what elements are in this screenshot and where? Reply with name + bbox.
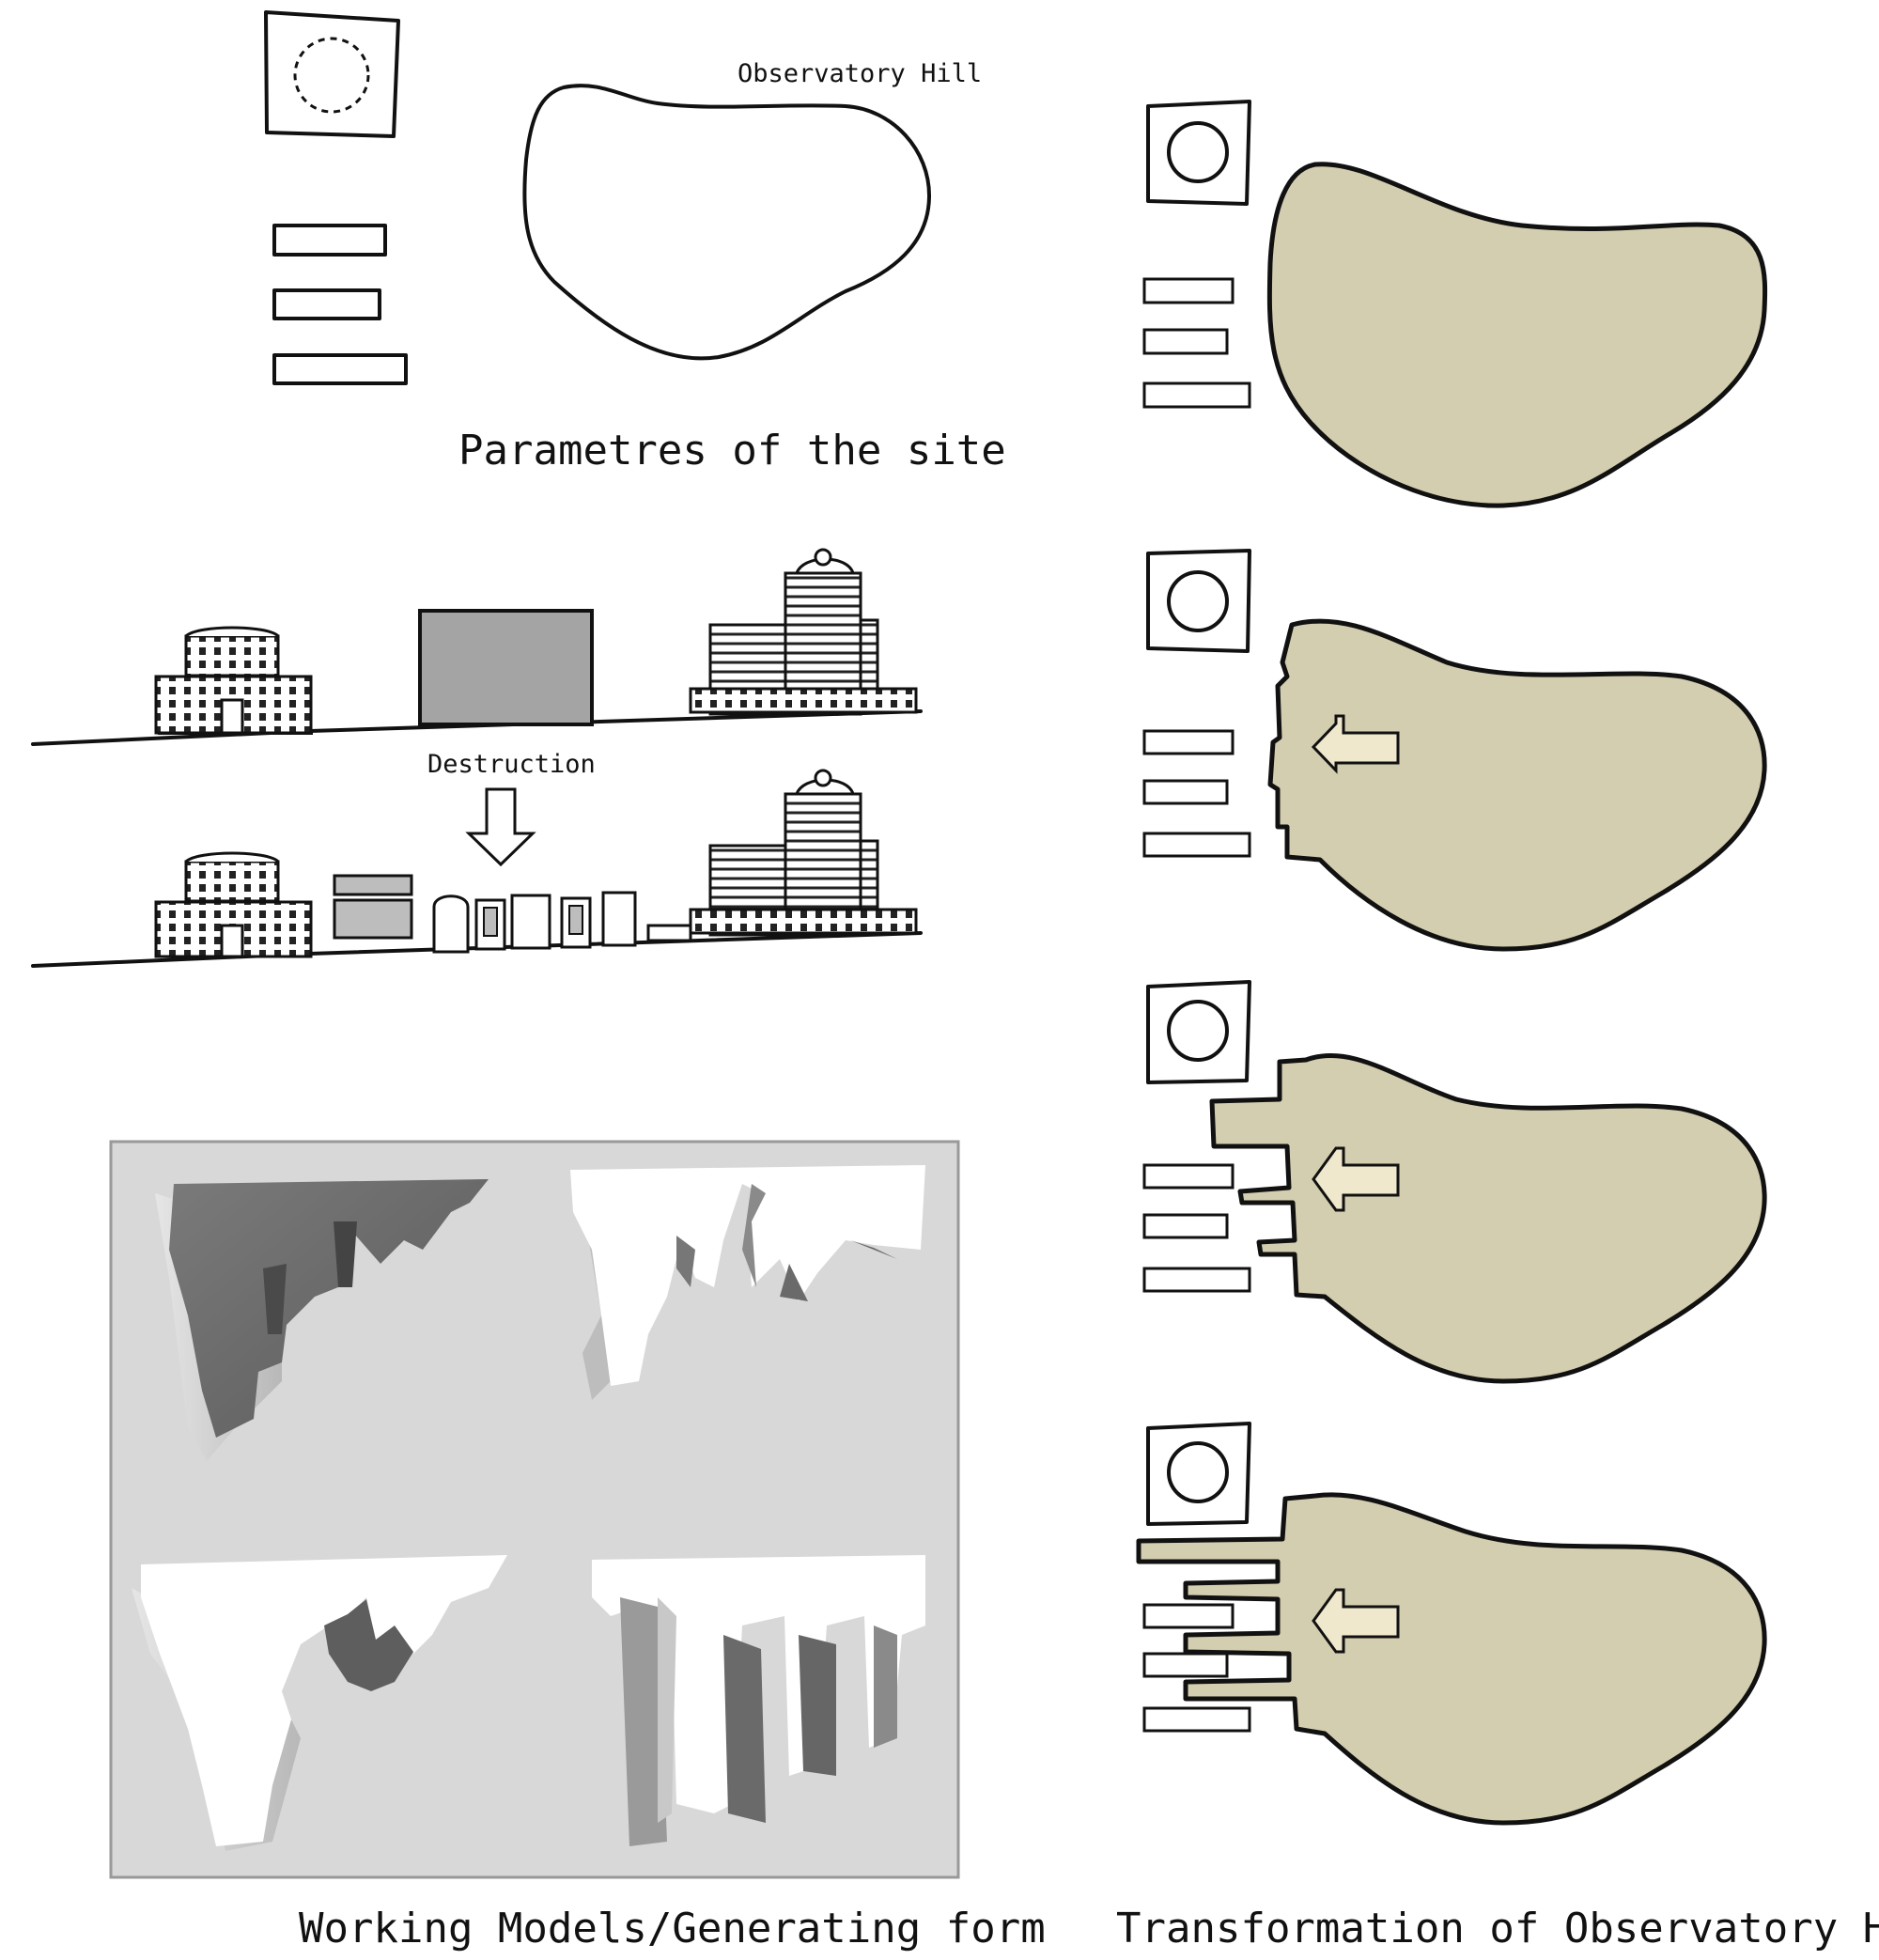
building-bar xyxy=(1142,381,1251,409)
transformation-title: Transformation of Observatory Hill xyxy=(1116,1905,1879,1952)
transformation-sequence: Transformation of Observatory Hill xyxy=(1116,100,1879,1952)
elevation-before xyxy=(31,548,923,746)
hill-shape xyxy=(1136,1492,1767,1826)
building-bar xyxy=(1142,277,1235,304)
transformation-step-3 xyxy=(1142,980,1767,1384)
model-4 xyxy=(592,1555,925,1846)
civic-building xyxy=(154,851,313,958)
civic-building xyxy=(154,626,313,735)
building-bar xyxy=(1142,1213,1229,1239)
observatory-symbol xyxy=(1146,549,1251,653)
model-3 xyxy=(132,1555,507,1851)
site-parameters-diagram: Observatory Hill Parametres of the site xyxy=(264,10,1006,474)
model-2 xyxy=(570,1165,925,1400)
tower-cluster xyxy=(689,548,918,716)
destruction-arrow xyxy=(465,787,536,867)
building-bar xyxy=(1142,1267,1251,1293)
new-small-buildings xyxy=(333,874,692,954)
building-bar xyxy=(1142,1603,1235,1629)
building-bar xyxy=(1142,832,1251,858)
push-arrow xyxy=(1312,1146,1400,1212)
working-models-title: Working Models/Generating form xyxy=(299,1905,1046,1952)
hill-shape xyxy=(1266,162,1768,508)
tower-cluster xyxy=(689,769,918,937)
observatory-hill-label: Observatory Hill xyxy=(738,59,982,88)
transformation-step-4 xyxy=(1136,1422,1767,1826)
working-models-panel: Working Models/Generating form xyxy=(109,1140,1046,1952)
hill-shape xyxy=(1267,618,1767,952)
push-arrow xyxy=(1312,1588,1400,1654)
building-bar xyxy=(1142,1706,1251,1733)
parametres-title: Parametres of the site xyxy=(458,427,1006,474)
observatory-symbol xyxy=(1146,100,1251,206)
building-bar xyxy=(1142,729,1235,755)
observatory-symbol xyxy=(1146,980,1251,1084)
existing-block xyxy=(418,609,594,726)
destruction-label: Destruction xyxy=(427,750,596,779)
building-bar xyxy=(1142,1652,1229,1678)
transformation-step-1 xyxy=(1142,100,1768,508)
observatory-symbol xyxy=(1146,1422,1251,1526)
building-bar xyxy=(1142,1163,1235,1190)
building-bar xyxy=(1142,328,1229,355)
push-arrow xyxy=(1311,714,1400,774)
model-1 xyxy=(155,1179,489,1461)
transformation-step-2 xyxy=(1142,549,1767,952)
observatory-symbol xyxy=(264,10,400,138)
building-bar xyxy=(1142,779,1229,805)
building-bars xyxy=(272,224,408,385)
hill-outline xyxy=(522,84,932,361)
elevation-after xyxy=(31,769,923,968)
hill-shape xyxy=(1209,1053,1767,1384)
